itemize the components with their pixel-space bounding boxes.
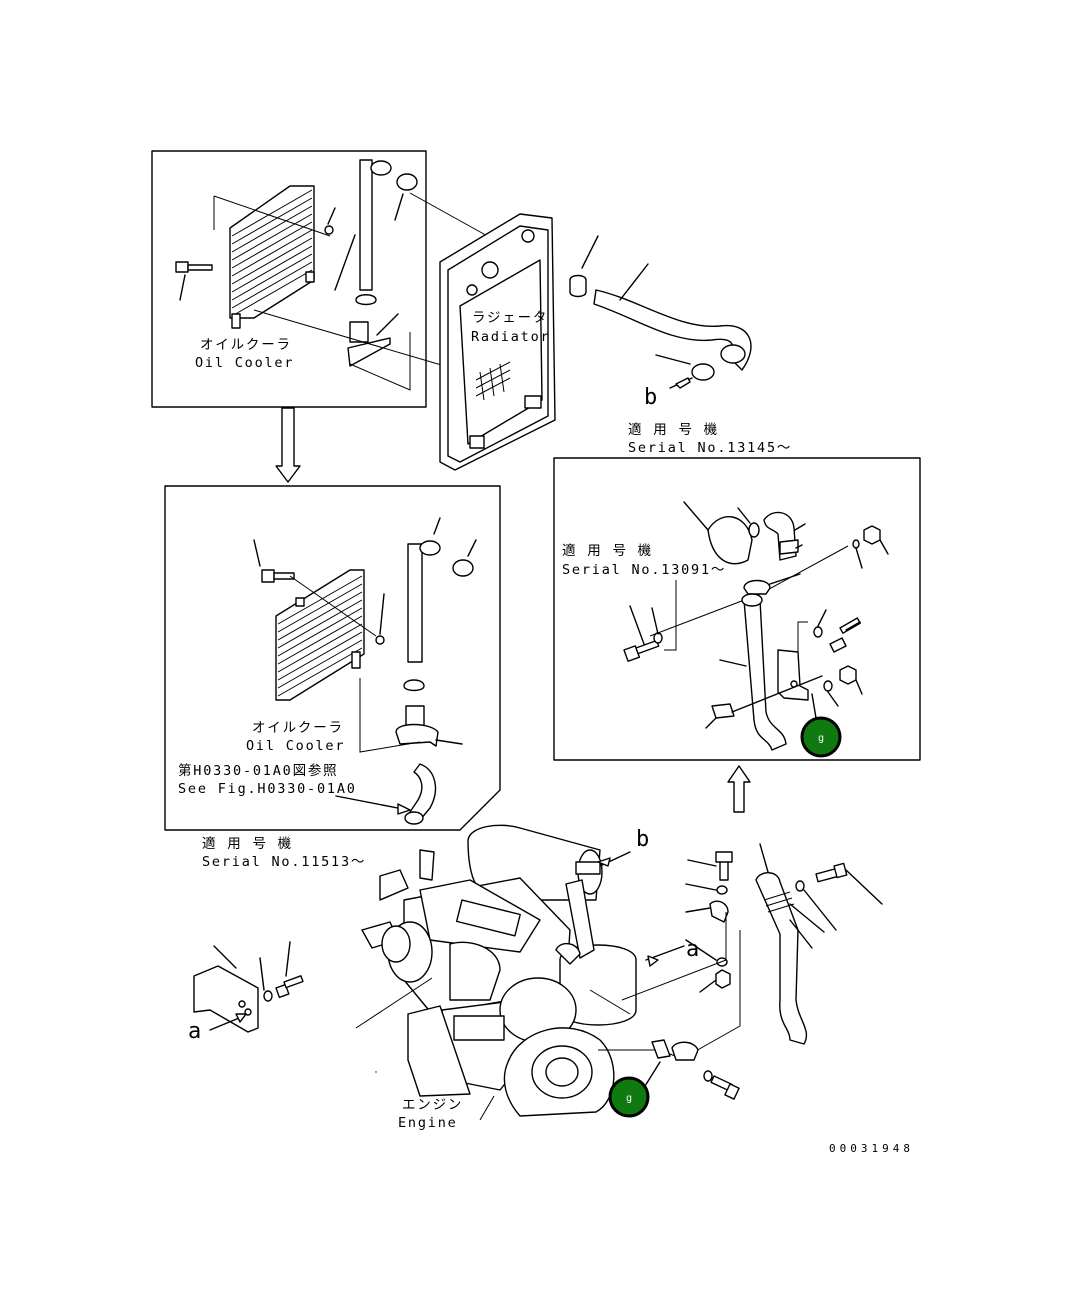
oil-cooler-box-top: オイルクーラ Oil Cooler bbox=[151, 150, 501, 408]
bolt-icon bbox=[261, 569, 295, 583]
radiator-label-jp: ラジェータ bbox=[472, 310, 548, 326]
serial-11513-label-en: Serial No.11513～ bbox=[202, 854, 366, 870]
marker-a-right: a bbox=[686, 937, 699, 962]
catalog-number: 00031948 bbox=[829, 1142, 914, 1155]
oil-cooler-core-middle bbox=[275, 569, 365, 701]
oil-cooler-box-middle: オイルクーラ Oil Cooler 第H0330-01A0図参照 See Fig… bbox=[164, 485, 501, 831]
radiator-label-en: Radiator bbox=[471, 329, 550, 345]
marker-b-top: b bbox=[644, 385, 657, 410]
oil-cooler-label-jp: オイルクーラ bbox=[200, 337, 292, 353]
breather-box: 適 用 号 機 Serial No.13091～ bbox=[553, 457, 921, 761]
see-fig-label-en: See Fig.H0330-01A0 bbox=[178, 781, 357, 797]
mounting-bracket-detail: a bbox=[188, 941, 304, 1044]
serial-13145-label-en: Serial No.13145～ bbox=[628, 440, 792, 456]
bolt-icon bbox=[815, 862, 848, 883]
serial-11513-label-jp: 適 用 号 機 bbox=[202, 835, 293, 852]
callout-badge: g bbox=[800, 716, 842, 758]
marker-a-left: a bbox=[188, 1019, 201, 1044]
marker-b-bottom: b bbox=[636, 827, 649, 852]
radiator: ラジェータ Radiator bbox=[439, 213, 556, 471]
engine-label-jp: エンジン bbox=[402, 1097, 463, 1113]
radiator-hose-upper: b bbox=[569, 235, 752, 410]
hose-clamp-icon bbox=[324, 173, 418, 235]
cooler-pipe-top bbox=[334, 159, 399, 367]
bolt-icon bbox=[710, 1075, 740, 1100]
bolt-icon bbox=[275, 975, 304, 999]
breather-hose-assembly bbox=[621, 843, 883, 1100]
oil-cooler-mid-label-jp: オイルクーラ bbox=[252, 720, 344, 736]
bolt-icon bbox=[623, 639, 660, 662]
oil-cooler-mid-label-en: Oil Cooler bbox=[246, 738, 345, 754]
engine-label-en: Engine bbox=[398, 1115, 458, 1131]
up-arrow-icon bbox=[727, 765, 751, 813]
oil-cooler-label-en: Oil Cooler bbox=[195, 355, 294, 371]
callout-label: g bbox=[818, 733, 824, 744]
serial-13091-label-jp: 適 用 号 機 bbox=[562, 542, 653, 559]
down-arrow-icon bbox=[275, 407, 301, 483]
serial-13145-label-jp: 適 用 号 機 bbox=[628, 421, 719, 438]
see-fig-label-jp: 第H0330-01A0図参照 bbox=[178, 762, 338, 779]
bolt-icon bbox=[715, 851, 733, 881]
engine: b a エンジン Engine bbox=[355, 824, 699, 1131]
callout-label: g bbox=[626, 1093, 632, 1104]
callout-badge: g bbox=[608, 1076, 650, 1118]
serial-13091-label-en: Serial No.13091～ bbox=[562, 562, 726, 578]
oil-cooler-core-top bbox=[229, 185, 315, 329]
bolt-icon bbox=[175, 261, 213, 301]
